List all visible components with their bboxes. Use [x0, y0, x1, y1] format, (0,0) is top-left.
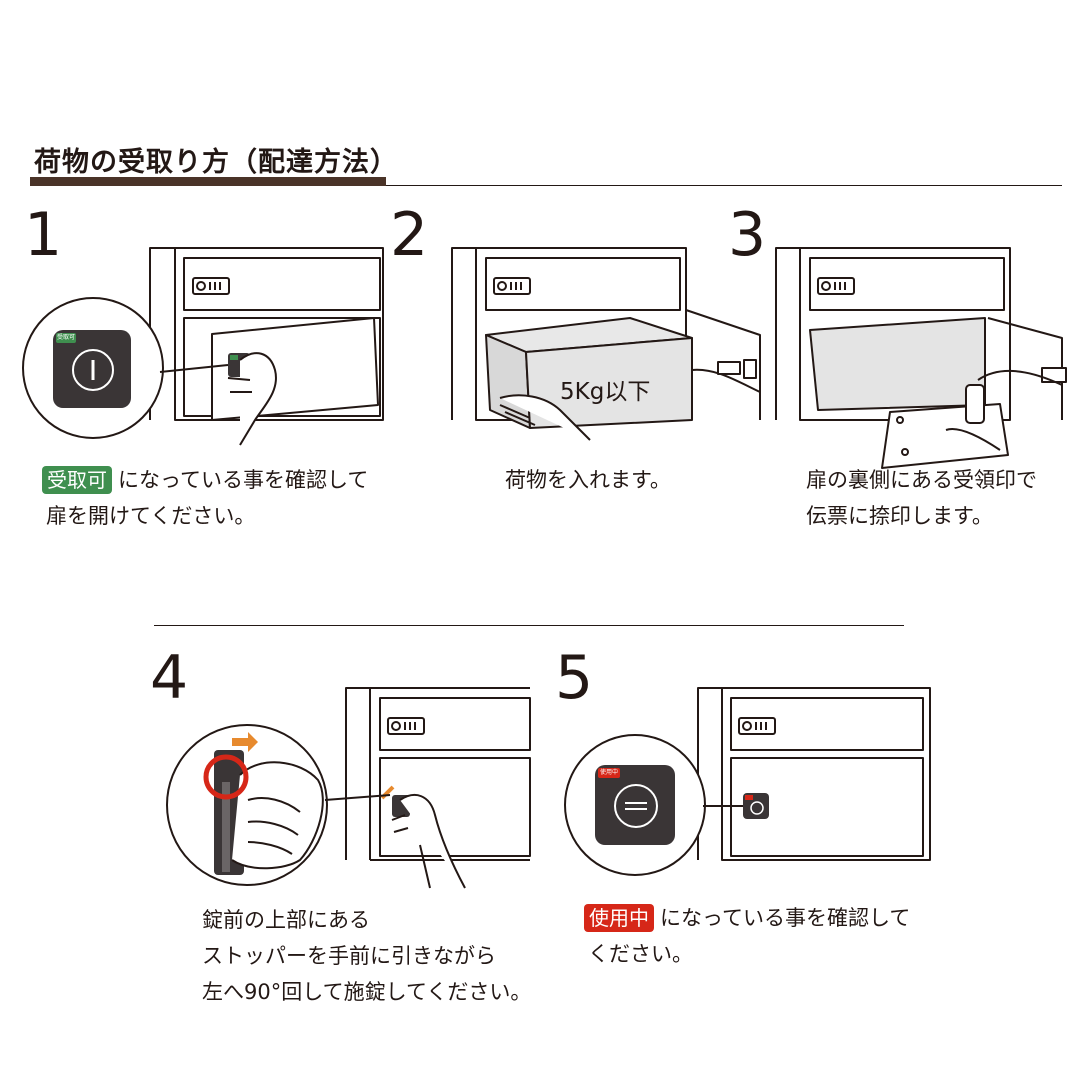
- section-divider-line: [154, 625, 904, 626]
- step-4-number: 4: [150, 643, 189, 713]
- title-divider-line: [386, 185, 1062, 186]
- step-2-delivery-box: [451, 247, 761, 441]
- step-5-number: 5: [555, 643, 594, 713]
- step-5-lock-zoom: [564, 734, 743, 876]
- step-4-delivery-box: [345, 687, 531, 889]
- step-5-caption: 使用中になっている事を確認して ください。: [584, 900, 910, 972]
- step-1-lock-zoom: [22, 297, 229, 439]
- step-3-number: 3: [728, 200, 767, 270]
- step-1-status-badge: 受取可: [42, 466, 112, 494]
- step-1-delivery-box: [149, 247, 384, 446]
- step-4-caption: 錠前の上部にある ストッパーを手前に引きながら 左へ90°回して施錠してください…: [202, 908, 532, 1004]
- step-1-number: 1: [24, 200, 63, 270]
- package-weight-label: 5Kg以下: [560, 379, 651, 405]
- step-2-number: 2: [390, 200, 429, 270]
- step-3-caption: 扉の裏側にある受領印で 伝票に捺印します。: [806, 468, 1037, 528]
- step-3-delivery-box: [775, 247, 1067, 469]
- step-2-caption: 荷物を入れます。: [505, 468, 671, 492]
- step-5-zoom-badge: 使用中: [599, 769, 618, 776]
- step-1-zoom-badge: 受取可: [56, 334, 75, 341]
- page-title: 荷物の受取り方（配達方法）: [34, 147, 398, 178]
- title-underline-bar: [30, 177, 386, 186]
- step-1-caption: 受取可になっている事を確認して 扉を開けてください。: [42, 462, 368, 534]
- step-5-status-badge: 使用中: [584, 904, 654, 932]
- step-4-stopper-zoom: [166, 724, 391, 886]
- step-5-delivery-box: [697, 687, 931, 861]
